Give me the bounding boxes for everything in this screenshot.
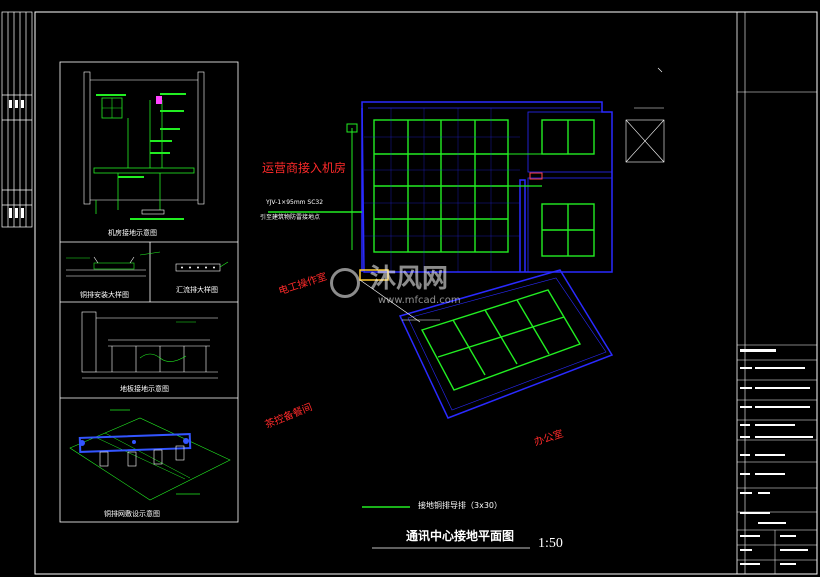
detail-title-raised-floor: 铜排网敷设示意图 <box>104 510 160 518</box>
detail-title-busbar-install: 铜排安装大样图 <box>80 291 129 299</box>
drawing-scale: 1:50 <box>538 536 563 551</box>
watermark-url: www.mfcad.com <box>378 295 461 306</box>
floor-plan <box>268 67 665 419</box>
watermark: 沐风网 www.mfcad.com <box>330 266 500 310</box>
room-label-operator: 运营商接入机房 <box>262 161 347 175</box>
watermark-logo-icon <box>330 268 360 298</box>
feed-cable-label: YJV-1×95mm SC32 <box>266 199 324 206</box>
left-strip-marks <box>9 100 24 218</box>
feed-ground-label: 引至建筑物防雷接地点 <box>260 214 321 221</box>
busbar-holes <box>181 266 215 269</box>
left-title-strip <box>1 11 33 228</box>
detail-title-busbar-detail: 汇流排大样图 <box>176 286 218 294</box>
detail-title-floor-ground: 地板接地示意图 <box>120 385 169 393</box>
title-block-text-marks <box>740 349 813 565</box>
title-block <box>737 344 817 574</box>
machine-room-detail <box>83 71 205 220</box>
floor-ground-detail <box>81 311 218 379</box>
raised-floor-detail <box>69 409 231 501</box>
drawing-title: 通讯中心接地平面图 <box>406 529 515 543</box>
busbar-install-detail <box>66 251 229 277</box>
sheet-border <box>34 11 818 575</box>
legend-label: 接地铜排导排（3x30） <box>418 501 503 510</box>
detail-title-machine-room: 机房接地示意图 <box>108 229 157 237</box>
detail-panel <box>59 61 239 523</box>
watermark-brand: 沐风网 <box>370 264 449 294</box>
